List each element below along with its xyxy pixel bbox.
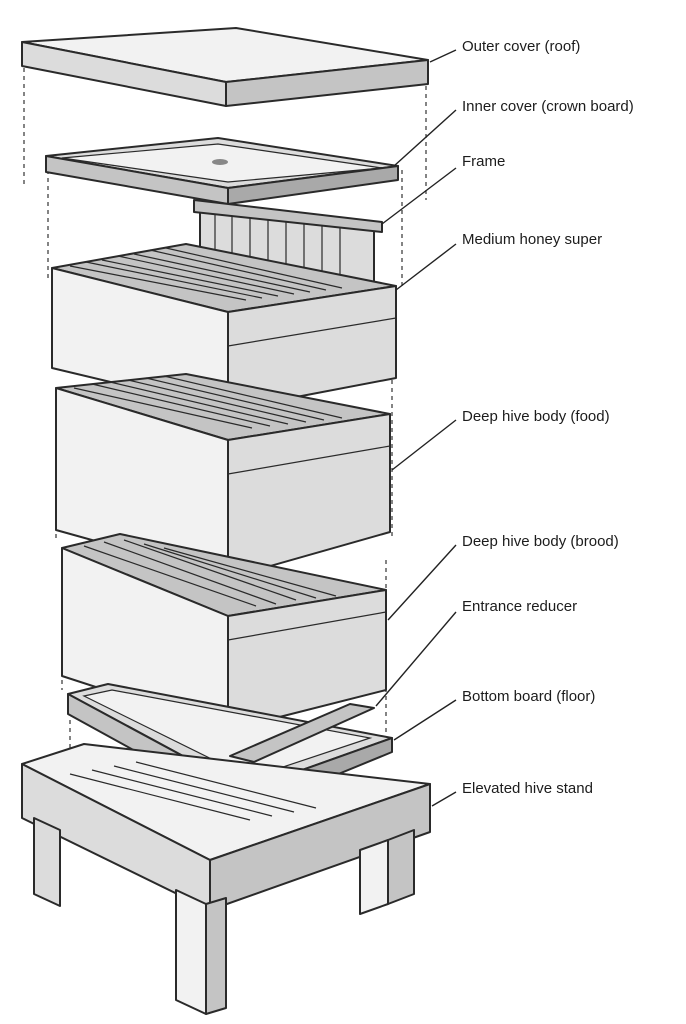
hive-stand-part	[21, 743, 431, 1015]
label-medium-super: Medium honey super	[462, 231, 603, 248]
label-hive-stand: Elevated hive stand	[462, 780, 593, 797]
deep-body-brood-part	[61, 533, 387, 731]
inner-cover-part	[45, 137, 399, 205]
deep-body-food-part	[55, 373, 391, 579]
medium-super-part	[51, 243, 397, 411]
label-inner-cover: Inner cover (crown board)	[462, 98, 634, 115]
leader-lines	[375, 49, 457, 807]
label-deep-food: Deep hive body (food)	[462, 408, 610, 425]
label-entrance-reducer: Entrance reducer	[462, 598, 578, 615]
label-deep-brood: Deep hive body (brood)	[462, 533, 619, 550]
outer-cover-part	[21, 27, 429, 107]
label-outer-cover: Outer cover (roof)	[462, 38, 581, 55]
label-frame: Frame	[462, 153, 506, 170]
entrance-reducer-part	[229, 703, 375, 763]
label-bottom-board: Bottom board (floor)	[462, 688, 596, 705]
